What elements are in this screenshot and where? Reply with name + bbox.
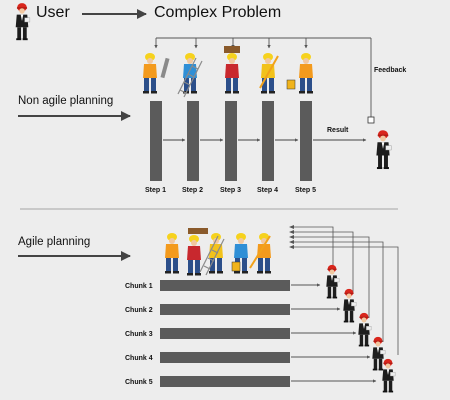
step-bar [225, 101, 237, 181]
user-title: User [36, 4, 70, 21]
tripod-icon [160, 57, 170, 79]
paint-bucket-icon [231, 261, 241, 272]
feedback-node [367, 116, 375, 124]
step-label: Step 5 [295, 187, 316, 194]
feedback-lines [154, 37, 372, 117]
step-label: Step 2 [182, 187, 203, 194]
result-user-figure [375, 129, 392, 170]
chunk-bar [160, 328, 290, 339]
step-label: Step 3 [220, 187, 241, 194]
chunk-bars [160, 280, 290, 387]
top-user-figure [15, 2, 31, 41]
step-bar [300, 101, 312, 181]
roller-icon [259, 55, 279, 89]
chunk-bar [160, 280, 290, 291]
worker-icon [299, 53, 313, 94]
worker-group-agile [165, 228, 271, 276]
step-bar [262, 101, 274, 181]
chunk-label: Chunk 3 [125, 331, 153, 338]
worker-icon [143, 53, 157, 94]
chunk-result-arrows [291, 283, 377, 383]
roller-icon [249, 235, 271, 269]
ladder-icon [177, 57, 203, 98]
chunk-label: Chunk 5 [125, 379, 153, 386]
chunk-user-figure [381, 358, 396, 393]
agile-feedback-arrowheads [289, 225, 294, 249]
chunk-label: Chunk 2 [125, 307, 153, 314]
chunk-bar [160, 376, 290, 387]
step-bar [187, 101, 199, 181]
step-label: Step 1 [145, 187, 166, 194]
feedback-label: Feedback [374, 67, 406, 74]
result-label: Result [327, 127, 349, 134]
box-icon [224, 46, 240, 53]
chunk-user-figure [342, 288, 357, 323]
agile-feedback-lines [294, 226, 399, 355]
chunk-bar [160, 352, 290, 363]
worker-icon [225, 53, 239, 94]
worker-icon [165, 233, 179, 274]
agile-label: Agile planning [18, 236, 90, 248]
step-labels: Step 1 Step 2 Step 3 Step 4 Step 5 [145, 187, 316, 194]
step-bar [150, 101, 162, 181]
ladder-icon [199, 235, 225, 276]
non-agile-label: Non agile planning [18, 95, 113, 107]
worker-group-non-agile [143, 46, 313, 98]
chunk-user-figure [325, 264, 340, 299]
chunk-label: Chunk 4 [125, 355, 153, 362]
chunk-bar [160, 304, 290, 315]
plank-icon [188, 228, 208, 234]
step-bars [150, 101, 312, 181]
problem-title: Complex Problem [154, 4, 281, 21]
paint-bucket-icon [286, 79, 296, 90]
chunk-labels: Chunk 1 Chunk 2 Chunk 3 Chunk 4 Chunk 5 [125, 283, 153, 386]
worker-icon [187, 235, 201, 276]
chunk-label: Chunk 1 [125, 283, 153, 290]
step-label: Step 4 [257, 187, 278, 194]
